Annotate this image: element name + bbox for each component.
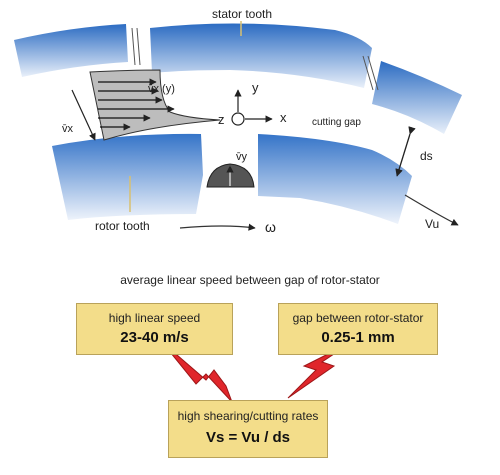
inlet-flow-arrow [71,89,96,141]
velocity-profile-shape [89,69,221,141]
cutting-gap-label: cutting gap [312,117,361,128]
vx-inlet-label: v̄x [62,123,74,135]
stator-tooth-right [372,61,462,134]
lightning-bolt-right [287,341,353,399]
stator-tooth-left [14,24,128,77]
lightning-bolt-left [161,341,233,403]
stator-gap-mark [136,27,141,66]
axis-origin [231,112,245,126]
ds-label: ds [420,149,433,163]
velocity-profile-arrows [98,78,175,131]
stator-tooth-label: stator tooth [212,7,272,21]
shearing-rates-title: high shearing/cutting rates [177,409,319,423]
gap-title: gap between rotor-stator [292,311,424,325]
stator-gap-mark [131,27,136,66]
y-axis-label: y [252,80,259,95]
omega-label: ω [265,219,276,235]
linear-speed-box: high linear speed 23-40 m/s [76,303,233,355]
rotor-tooth-left [52,133,203,220]
rotor-tooth-label: rotor tooth [95,219,150,233]
stator-gap-mark [367,55,379,91]
rotor-tooth-right [258,134,412,224]
gap-value: 0.25-1 mm [321,329,395,346]
shearing-rates-box: high shearing/cutting rates Vs = Vu / ds [168,400,328,458]
vu-label: Vu [425,217,439,231]
gap-distance-arrow [395,126,416,177]
tangential-speed-arrow [404,194,459,226]
x-axis-label: x [280,110,287,125]
rotation-arrow [179,223,256,231]
vx-profile-label: v̄x (y) [148,83,175,95]
shearing-rates-formula: Vs = Vu / ds [205,429,291,446]
stator-tooth-center [150,23,372,89]
z-axis-label: z [218,112,225,127]
stator-gap-mark [362,55,374,91]
linear-speed-title: high linear speed [108,311,201,325]
vy-label: v̄y [236,151,248,163]
linear-speed-value: 23-40 m/s [120,329,189,346]
gap-box: gap between rotor-stator 0.25-1 mm [278,303,438,355]
diagram-caption: average linear speed between gap of roto… [120,273,380,287]
